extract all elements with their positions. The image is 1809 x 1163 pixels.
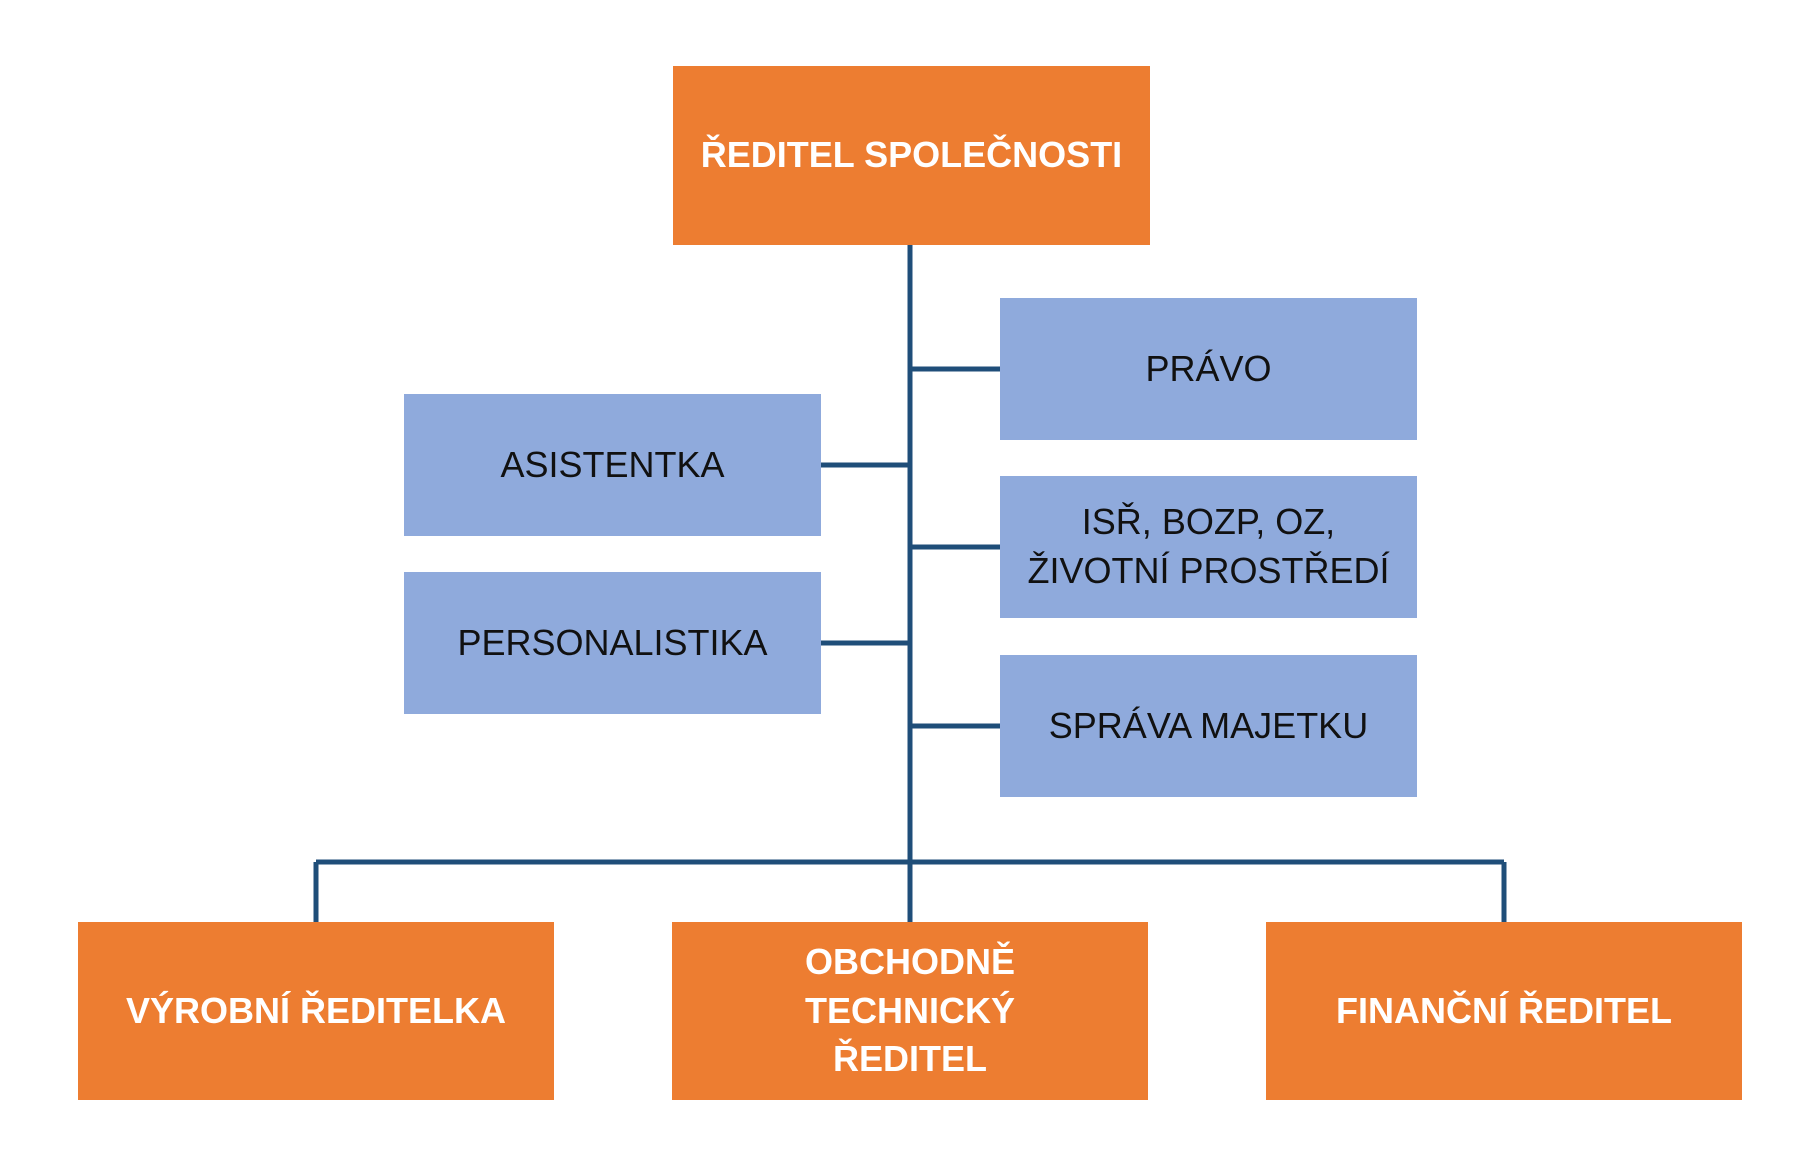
box-label: PERSONALISTIKA: [457, 621, 768, 663]
box-label: FINANČNÍ ŘEDITEL: [1336, 989, 1672, 1031]
box-reditel-spolecnosti: ŘEDITEL SPOLEČNOSTI: [673, 66, 1150, 245]
box-sprava-majetku: SPRÁVA MAJETKU: [1000, 655, 1417, 797]
box-personalistika: PERSONALISTIKA: [404, 572, 821, 714]
box-label: ASISTENTKA: [500, 443, 725, 485]
box-obchodne-technicky-reditel: OBCHODNĚ TECHNICKÝ ŘEDITEL: [672, 922, 1148, 1100]
box-label: OBCHODNĚ TECHNICKÝ ŘEDITEL: [804, 941, 1015, 1080]
box-asistentka: ASISTENTKA: [404, 394, 821, 536]
box-label: PRÁVO: [1145, 347, 1272, 389]
box-vyrobni-reditelka: VÝROBNÍ ŘEDITELKA: [78, 922, 554, 1100]
box-label: VÝROBNÍ ŘEDITELKA: [125, 989, 507, 1031]
box-financni-reditel: FINANČNÍ ŘEDITEL: [1266, 922, 1742, 1100]
box-label: SPRÁVA MAJETKU: [1048, 704, 1369, 746]
box-label: ISŘ, BOZP, OZ, ŽIVOTNÍ PROSTŘEDÍ: [1027, 501, 1390, 591]
box-isr-bozp-oz: ISŘ, BOZP, OZ, ŽIVOTNÍ PROSTŘEDÍ: [1000, 476, 1417, 618]
box-pravo: PRÁVO: [1000, 298, 1417, 440]
box-label: ŘEDITEL SPOLEČNOSTI: [700, 134, 1123, 176]
